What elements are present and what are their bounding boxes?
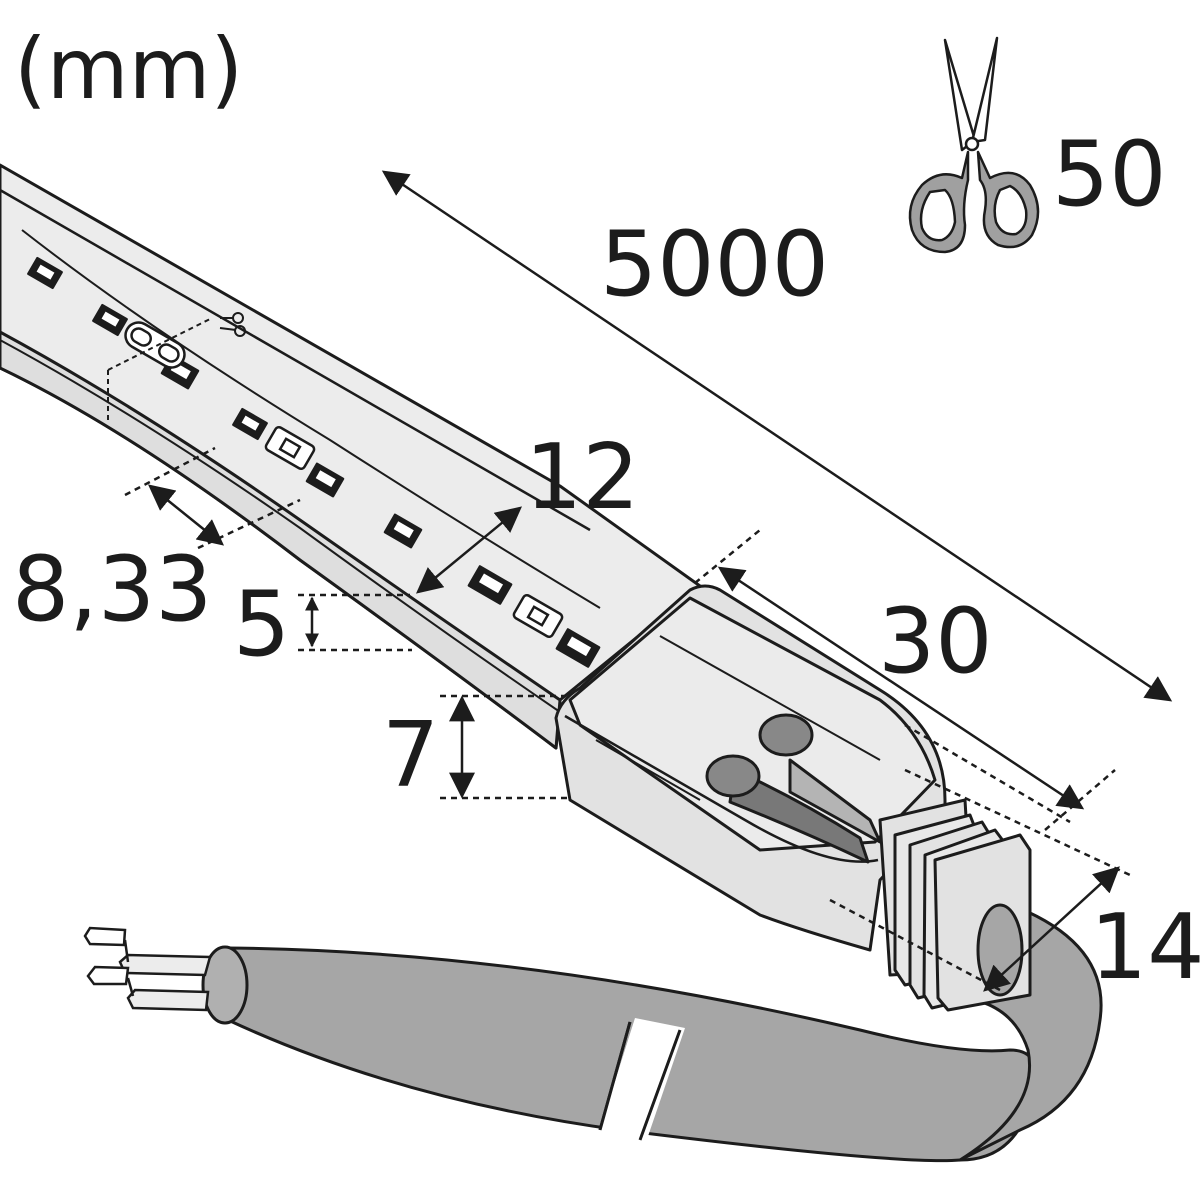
dim-line-30	[717, 566, 1085, 810]
grommet	[878, 798, 1032, 1012]
resistor	[124, 321, 186, 369]
wire-end	[86, 965, 130, 986]
cable-break-marks	[598, 1018, 685, 1145]
units-label: (mm)	[14, 20, 243, 118]
led-chip	[232, 407, 268, 441]
dim-line-14	[983, 866, 1120, 992]
dim-line-12	[415, 506, 523, 594]
cut-mark	[107, 312, 246, 420]
dim-line-8-33	[147, 484, 225, 546]
wire-ends	[83, 926, 212, 1012]
scissors-icon	[908, 36, 1040, 254]
wire-end	[126, 988, 210, 1012]
dim-label-7: 7	[382, 703, 439, 808]
dim-label-5000: 5000	[600, 212, 829, 317]
led-chip	[305, 462, 345, 498]
cable-body	[209, 946, 1038, 1163]
dimension-lines	[124, 170, 1173, 992]
led-chip	[92, 303, 128, 337]
dim-label-5: 5	[233, 572, 290, 677]
wire-end	[118, 953, 212, 977]
led-chip	[27, 256, 63, 290]
dim-label-12: 12	[525, 425, 640, 530]
wire-end	[83, 926, 127, 947]
dim-label-14: 14	[1090, 895, 1200, 1000]
resistor	[264, 425, 316, 471]
dim-label-cut-interval: 50	[1052, 122, 1167, 227]
dim-label-30: 30	[878, 589, 993, 694]
cable-cut-face	[201, 945, 249, 1025]
dim-label-8-33: 8,33	[12, 537, 212, 642]
